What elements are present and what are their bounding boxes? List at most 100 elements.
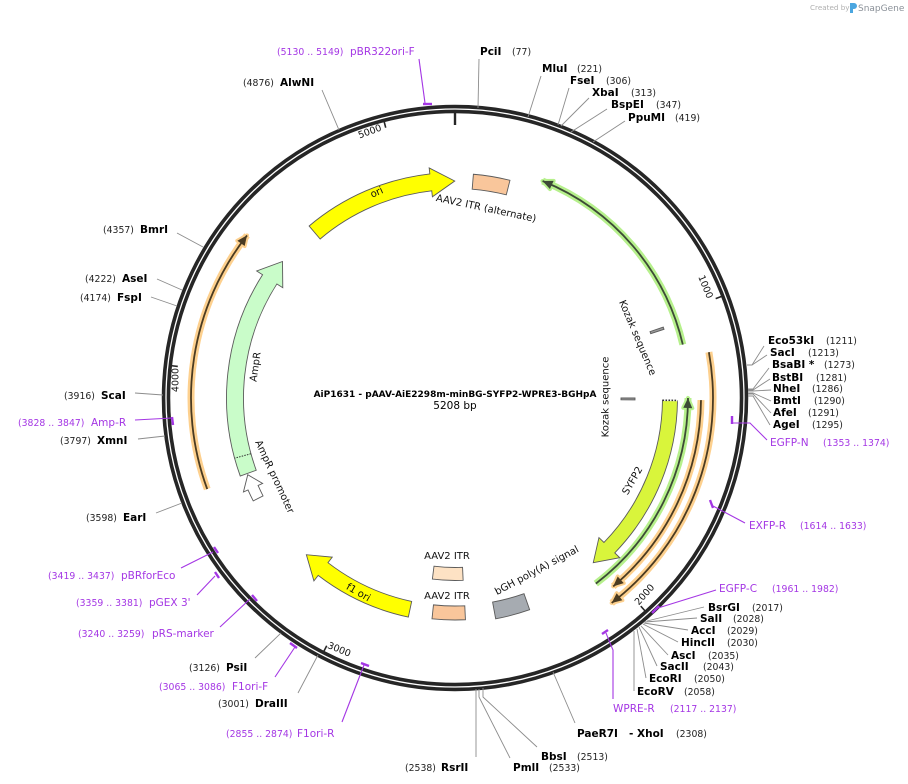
feature-aav2-itr-alternate bbox=[471, 173, 511, 196]
feature-label-ampr: AmpR bbox=[248, 351, 263, 382]
feature-shape bbox=[592, 399, 678, 564]
feature-shape bbox=[471, 173, 511, 196]
feature-bgh-polya-signal bbox=[492, 593, 531, 620]
primer-marker bbox=[601, 629, 609, 635]
primer-egfp-n: EGFP-N(1353 .. 1374) bbox=[730, 416, 889, 449]
primer-range: (2117 .. 2137) bbox=[670, 704, 736, 715]
feature-shape bbox=[308, 167, 456, 240]
feature-ori bbox=[308, 167, 456, 240]
feature-label-kozak-1: Kozak sequence bbox=[616, 299, 658, 378]
primer-name: pBR322ori-F bbox=[350, 46, 415, 58]
arrowhead-icon bbox=[237, 235, 248, 247]
enzyme-position: (221) bbox=[577, 64, 602, 75]
enzyme-name: AccI bbox=[691, 625, 715, 637]
primer-pgex-3: (3359 .. 3381) pGEX 3' bbox=[76, 571, 220, 609]
feature-shape bbox=[226, 260, 284, 477]
enzyme-site-eari: (3598)EarI bbox=[86, 502, 183, 524]
primer-egfp-c: EGFP-C(1961 .. 1982) bbox=[651, 583, 838, 614]
enzyme-position: (2035) bbox=[708, 651, 739, 662]
primer-name: pRS-marker bbox=[152, 628, 215, 640]
enzyme-position: (2513) bbox=[577, 752, 608, 763]
feature-label-ori: ori bbox=[369, 185, 385, 200]
enzyme-site-fsei: FseI(306) bbox=[557, 75, 631, 126]
watermark-brand: SnapGene bbox=[858, 4, 905, 14]
primer-marker bbox=[170, 416, 175, 426]
arrowhead-icon bbox=[542, 180, 554, 190]
primer-range: (2855 .. 2874) bbox=[226, 729, 292, 740]
primer-pbrforeco: (3419 .. 3437)pBRforEco bbox=[48, 546, 219, 582]
arrowhead-icon bbox=[611, 593, 623, 603]
primer-range: (3240 .. 3259) bbox=[78, 629, 144, 640]
enzyme-site-pmli: PmlI(2533) bbox=[478, 689, 580, 774]
primer-wpre-r: WPRE-R(2117 .. 2137) bbox=[601, 629, 736, 715]
enzyme-site-sacii: SacII(2043) bbox=[638, 626, 734, 673]
enzyme-site-bspei: BspEI(347) bbox=[570, 99, 681, 133]
enzyme-name: MluI bbox=[542, 63, 567, 75]
enzyme-position: (3126) bbox=[189, 663, 220, 674]
primer-name: F1ori-F bbox=[232, 681, 268, 693]
primer-name: EGFP-N bbox=[770, 437, 809, 449]
enzyme-name: DraIII bbox=[255, 698, 288, 710]
features bbox=[187, 167, 717, 621]
enzyme-site-agei: AgeI(1295) bbox=[748, 395, 843, 431]
feature-label-aav2-itr-lower: AAV2 ITR bbox=[424, 591, 470, 602]
enzyme-name: AseI bbox=[122, 273, 147, 285]
enzyme-name: XmnI bbox=[97, 435, 127, 447]
enzyme-position: (2030) bbox=[727, 638, 758, 649]
primers: (5130 .. 5149) pBR322ori-F EGFP-N(1353 ..… bbox=[18, 46, 889, 740]
watermark-prefix: Created by bbox=[810, 3, 850, 12]
enzyme-position: (2058) bbox=[684, 687, 715, 698]
feature-f1-ori bbox=[305, 554, 413, 618]
tick-mark-3000 bbox=[323, 645, 328, 652]
primer-range: (3359 .. 3381) bbox=[76, 598, 142, 609]
snapgene-watermark: Created by SnapGene bbox=[810, 3, 905, 14]
feature-label-bgh-polya: bGH poly(A) signal bbox=[493, 544, 581, 598]
feature-orange-line-1 bbox=[610, 400, 705, 590]
feature-line bbox=[612, 400, 702, 588]
enzyme-site-rsrii: (2538)RsrII bbox=[405, 689, 477, 774]
enzyme-name: BspEI bbox=[611, 99, 644, 111]
enzyme-site-xmni: (3797)XmnI bbox=[60, 435, 166, 447]
enzyme-name: BmrI bbox=[140, 224, 168, 236]
enzyme-name: SacII bbox=[660, 661, 689, 673]
enzyme-name: ScaI bbox=[101, 390, 126, 402]
primer-marker bbox=[651, 605, 660, 614]
feature-divider bbox=[234, 453, 252, 459]
enzyme-name: FseI bbox=[570, 75, 594, 87]
enzyme-position: (4357) bbox=[103, 225, 134, 236]
feature-green-line-2 bbox=[593, 396, 695, 587]
enzyme-position: (4876) bbox=[243, 78, 274, 89]
tick-marks bbox=[171, 113, 722, 652]
primer-range: (3828 .. 3847) bbox=[18, 418, 84, 429]
feature-label-ampr-promoter: AmpR promoter bbox=[252, 439, 296, 516]
feature-kozak-sequence-2 bbox=[620, 397, 636, 401]
enzyme-site-bbsi: BbsI(2513) bbox=[482, 688, 608, 763]
enzyme-position: (3916) bbox=[64, 391, 95, 402]
enzyme-site-bmti: BmtI(1290) bbox=[748, 392, 845, 407]
tick-mark-5000 bbox=[383, 121, 387, 128]
tick-mark-2000 bbox=[640, 605, 646, 612]
feature-shape bbox=[242, 474, 264, 502]
enzyme-name: NheI bbox=[773, 383, 800, 395]
enzyme-name: RsrII bbox=[441, 762, 468, 774]
feature-shape bbox=[620, 397, 636, 401]
enzyme-position: (1291) bbox=[808, 408, 839, 419]
enzyme-site-sali: SalI(2028) bbox=[644, 613, 764, 625]
primer-range: (5130 .. 5149) bbox=[277, 47, 343, 58]
enzyme-position: (419) bbox=[675, 113, 700, 124]
enzyme-name: SalI bbox=[700, 613, 722, 625]
primer-name: pGEX 3' bbox=[149, 597, 191, 609]
enzyme-position: (2050) bbox=[694, 674, 725, 685]
backbone-inner-line bbox=[165, 108, 745, 688]
enzyme-name: PaeR7I bbox=[577, 728, 618, 740]
tick-label-4000: 4000 bbox=[171, 368, 182, 392]
primer-prs-marker: (3240 .. 3259) pRS-marker bbox=[78, 594, 258, 640]
feature-orange-line-3 bbox=[187, 233, 250, 491]
primer-marker bbox=[289, 642, 298, 649]
plasmid-length: 5208 bp bbox=[433, 400, 477, 412]
enzyme-site-xbai: XbaI(313) bbox=[560, 87, 656, 127]
enzyme-site-ppumi: PpuMI(419) bbox=[592, 112, 700, 143]
enzyme-position: (1290) bbox=[814, 396, 845, 407]
enzyme-site-ecorv: EcoRV(2058) bbox=[633, 631, 715, 698]
